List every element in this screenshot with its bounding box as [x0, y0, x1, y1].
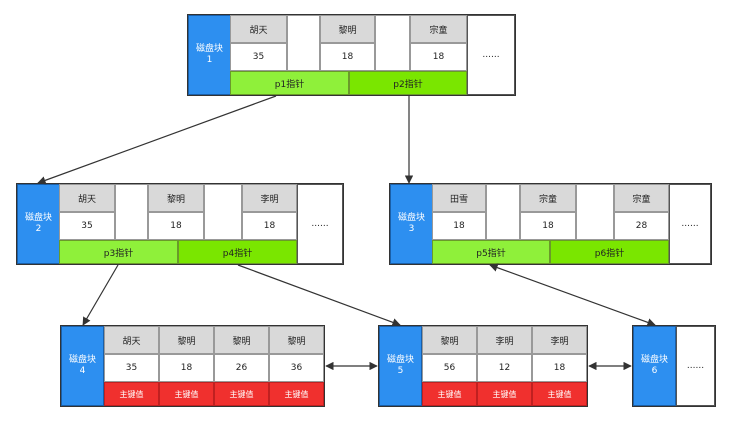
disk-label-text: 磁盘块: [640, 355, 668, 365]
disk-number: 3: [408, 224, 415, 234]
more-ellipsis: ......: [669, 184, 711, 264]
key-value: 12: [477, 354, 532, 382]
key-value: 28: [614, 212, 669, 240]
more-ellipsis: ......: [467, 15, 515, 95]
key-name: 宗童: [410, 15, 467, 43]
pointer-p5: p5指针: [432, 240, 550, 264]
key-value: 18: [320, 43, 375, 71]
key-name: 黎明: [422, 326, 477, 354]
disk-block-2-label: 磁盘块 2: [17, 184, 60, 264]
pointer-p2: p2指针: [349, 71, 467, 95]
pointer-gap: [115, 184, 148, 240]
key-value: 18: [242, 212, 297, 240]
key-value: 26: [214, 354, 269, 382]
key-value: 36: [269, 354, 324, 382]
disk-number: 6: [651, 366, 658, 376]
key-value: 18: [159, 354, 214, 382]
key-value: 56: [422, 354, 477, 382]
key-value: 18: [532, 354, 587, 382]
key-name: 宗童: [614, 184, 669, 212]
key-name: 胡天: [230, 15, 287, 43]
disk-number: 4: [79, 366, 86, 376]
disk-block-3-label: 磁盘块 3: [390, 184, 433, 264]
disk-number: 2: [35, 224, 42, 234]
pointer-p3: p3指针: [59, 240, 178, 264]
primary-key-value: 主键值: [477, 382, 532, 406]
key-value: 18: [520, 212, 576, 240]
primary-key-value: 主键值: [104, 382, 159, 406]
key-value: 18: [148, 212, 204, 240]
arrow-p3-to-block4: [82, 264, 119, 326]
key-value: 35: [59, 212, 115, 240]
pointer-p1: p1指针: [230, 71, 349, 95]
key-name: 黎明: [214, 326, 269, 354]
pointer-gap: [287, 15, 320, 71]
disk-label-text: 磁盘块: [24, 213, 52, 223]
key-name: 宗童: [520, 184, 576, 212]
disk-block-4-label: 磁盘块 4: [61, 326, 104, 406]
key-name: 田雪: [432, 184, 486, 212]
key-name: 黎明: [148, 184, 204, 212]
key-name: 胡天: [59, 184, 115, 212]
primary-key-value: 主键值: [269, 382, 324, 406]
primary-key-value: 主键值: [159, 382, 214, 406]
key-name: 黎明: [320, 15, 375, 43]
more-ellipsis: ......: [297, 184, 343, 264]
key-value: 18: [410, 43, 467, 71]
primary-key-value: 主键值: [422, 382, 477, 406]
key-name: 黎明: [269, 326, 324, 354]
disk-block-6-label: 磁盘块 6: [633, 326, 676, 406]
key-name: 李明: [242, 184, 297, 212]
key-name: 胡天: [104, 326, 159, 354]
pointer-gap: [576, 184, 614, 240]
disk-label-text: 磁盘块: [397, 213, 425, 223]
more-ellipsis: ......: [676, 326, 715, 406]
pointer-p6: p6指针: [550, 240, 669, 264]
key-value: 35: [104, 354, 159, 382]
pointer-gap: [375, 15, 410, 71]
key-value: 18: [432, 212, 486, 240]
primary-key-value: 主键值: [532, 382, 587, 406]
key-name: 黎明: [159, 326, 214, 354]
arrow-block3-to-block6: [489, 263, 656, 327]
key-value: 35: [230, 43, 287, 71]
arrow-p1-to-block2: [37, 95, 277, 185]
disk-label-text: 磁盘块: [68, 355, 96, 365]
disk-label-text: 磁盘块: [386, 355, 414, 365]
disk-label-text: 磁盘块: [195, 44, 223, 54]
primary-key-value: 主键值: [214, 382, 269, 406]
arrow-p4-to-block5: [237, 264, 401, 327]
key-name: 李明: [532, 326, 587, 354]
disk-number: 5: [397, 366, 404, 376]
disk-block-5-label: 磁盘块 5: [379, 326, 422, 406]
disk-number: 1: [206, 55, 213, 65]
disk-block-1-label: 磁盘块 1: [188, 15, 231, 95]
pointer-p4: p4指针: [178, 240, 297, 264]
pointer-gap: [204, 184, 242, 240]
pointer-gap: [486, 184, 520, 240]
key-name: 李明: [477, 326, 532, 354]
